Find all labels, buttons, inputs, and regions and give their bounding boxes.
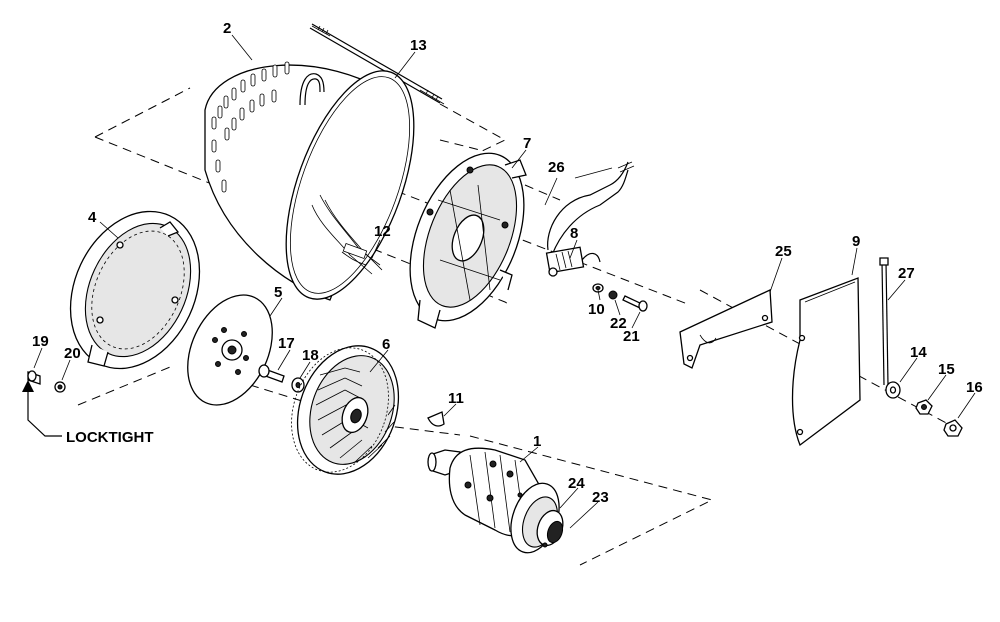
label-part-8: 8 — [570, 225, 578, 242]
label-part-16: 16 — [966, 379, 983, 396]
label-part-4: 4 — [88, 209, 97, 226]
bracket-part-25 — [679, 289, 773, 369]
label-part-24: 24 — [568, 475, 585, 492]
label-part-6: 6 — [382, 336, 390, 353]
label-part-21: 21 — [623, 328, 640, 345]
label-part-1: 1 — [533, 433, 541, 450]
part-number-labels: 2 13 7 26 8 12 4 5 6 17 18 19 20 11 1 24… — [32, 20, 983, 506]
end-bell-part-7 — [409, 152, 527, 329]
cover-plate-part-9 — [791, 277, 861, 447]
label-part-7: 7 — [523, 135, 531, 152]
label-part-25: 25 — [775, 243, 792, 260]
stud-part-13 — [309, 23, 445, 105]
brush-holder-part-8 — [545, 161, 635, 277]
label-part-2: 2 — [223, 20, 231, 37]
hardware-parts-19-20 — [27, 370, 66, 393]
label-part-14: 14 — [910, 344, 927, 361]
label-part-22: 22 — [610, 315, 627, 332]
hardware-parts-14-15-16 — [885, 381, 963, 437]
label-part-15: 15 — [938, 361, 955, 378]
label-part-23: 23 — [592, 489, 609, 506]
label-part-19: 19 — [32, 333, 49, 350]
bolt-part-27 — [879, 257, 889, 386]
leader-lines — [33, 34, 976, 529]
stator-housing-part-2 — [204, 61, 415, 301]
label-part-27: 27 — [898, 265, 915, 282]
label-part-12: 12 — [374, 223, 391, 240]
label-part-17: 17 — [278, 335, 295, 352]
hardware-parts-17-18 — [258, 364, 305, 393]
label-part-10: 10 — [588, 301, 605, 318]
locktight-leader — [22, 380, 62, 437]
key-part-11 — [427, 411, 445, 427]
label-part-5: 5 — [274, 284, 282, 301]
fan-part-6 — [291, 345, 400, 475]
hardware-parts-10-22-21 — [592, 283, 648, 312]
label-part-13: 13 — [410, 37, 427, 54]
adapter-ring-part-4 — [69, 210, 201, 370]
label-part-9: 9 — [852, 233, 860, 250]
label-part-26: 26 — [548, 159, 565, 176]
locktight-note: LOCKTIGHT — [66, 429, 154, 446]
label-part-18: 18 — [302, 347, 319, 364]
label-part-11: 11 — [448, 390, 464, 407]
rotor-part-1 — [427, 447, 564, 554]
label-part-20: 20 — [64, 345, 81, 362]
